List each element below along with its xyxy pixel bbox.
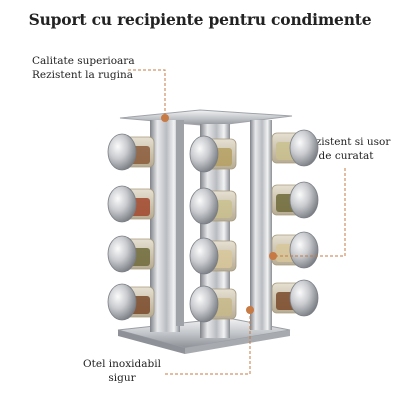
rack-pole-back	[176, 120, 184, 326]
spice-jar-left-2	[107, 185, 155, 223]
callout-line-cleaning	[273, 168, 346, 257]
callout-quality: Calitate superioara Rezistent la rugina	[32, 54, 135, 82]
spice-jar-right-1	[271, 129, 319, 167]
spice-jar-center-3	[189, 237, 237, 275]
rack-base-edge	[118, 330, 185, 354]
product-title: Suport cu recipiente pentru condimente	[28, 10, 372, 29]
spice-jar-right-2	[271, 181, 319, 219]
callout-quality-line1: Calitate superioara	[32, 55, 135, 67]
spice-jar-left-1	[107, 133, 155, 171]
rack-base-edge-right	[185, 330, 290, 354]
callout-steel: Otel inoxidabil sigur	[82, 357, 162, 385]
callout-steel-line2: sigur	[108, 372, 136, 384]
spice-jar-center-2	[189, 187, 237, 225]
callout-line-quality	[128, 69, 166, 118]
spice-jar-left-4	[107, 283, 155, 321]
callout-line-steel	[165, 310, 251, 375]
callout-quality-line2: Rezistent la rugina	[32, 69, 133, 81]
callout-cleaning-line1: Rezistent si usor	[301, 136, 391, 148]
spice-jar-center-1	[189, 135, 237, 173]
marker-steel	[246, 306, 254, 314]
callout-cleaning: Rezistent si usor de curatat	[298, 135, 394, 163]
callout-cleaning-line2: de curatat	[318, 150, 374, 162]
spice-jar-center-4	[189, 285, 237, 323]
rack-panel-right	[250, 120, 272, 330]
spice-jar-right-3	[271, 231, 319, 269]
spice-jar-left-3	[107, 235, 155, 273]
marker-quality	[161, 114, 169, 122]
marker-cleaning	[269, 252, 277, 260]
callout-steel-line1: Otel inoxidabil	[83, 358, 161, 370]
rack-panel-left	[150, 120, 180, 332]
spice-jar-right-4	[271, 279, 319, 317]
